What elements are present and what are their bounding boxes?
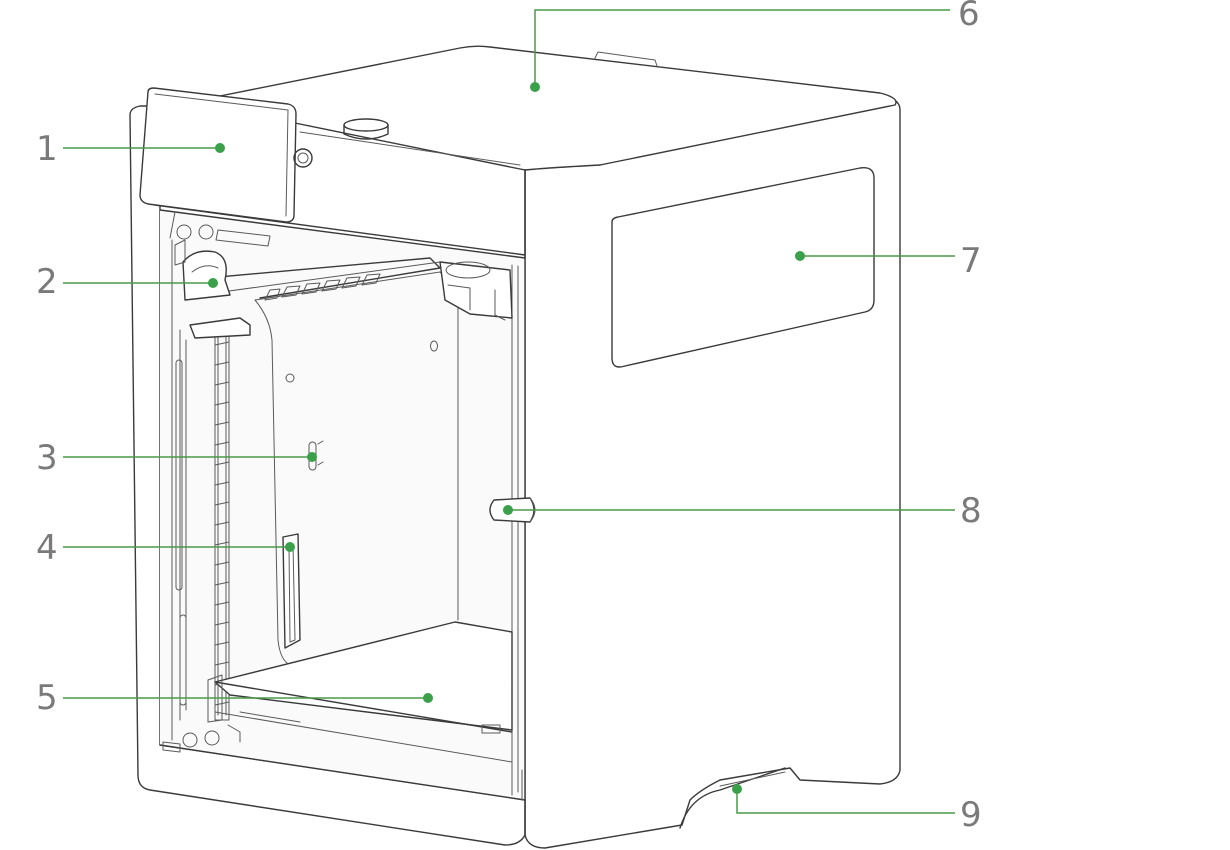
callout-number-2: 2 [36, 262, 58, 302]
callout-dot-7 [795, 251, 805, 261]
callout-number-6: 6 [958, 0, 980, 34]
callout-6: 6 [530, 0, 980, 92]
callout-dot-9 [732, 784, 742, 794]
callout-dot-1 [215, 143, 225, 153]
callout-dot-3 [307, 452, 317, 462]
leader-line-6 [534, 9, 950, 87]
callout-dot-6 [530, 82, 540, 92]
callout-number-7: 7 [960, 241, 982, 281]
callout-number-9: 9 [960, 795, 982, 835]
callout-8: 8 [503, 491, 982, 531]
callout-number-5: 5 [36, 678, 58, 718]
callouts: 1 2 3 4 5 6 [36, 0, 982, 835]
callout-number-8: 8 [960, 491, 982, 531]
callout-dot-8 [503, 505, 513, 515]
callout-4: 4 [36, 528, 295, 568]
front-frame [129, 105, 526, 846]
callout-5: 5 [36, 678, 433, 718]
printer-illustration [129, 45, 901, 849]
callout-2: 2 [36, 262, 218, 302]
callout-1: 1 [36, 129, 225, 169]
callout-number-4: 4 [36, 528, 58, 568]
callout-3: 3 [36, 438, 317, 478]
callout-7: 7 [795, 241, 982, 281]
callout-dot-5 [423, 693, 433, 703]
leader-line-9 [736, 789, 955, 814]
build-plate [214, 621, 513, 731]
callout-number-1: 1 [36, 129, 58, 169]
touch-screen [139, 87, 297, 223]
side-window [611, 167, 875, 368]
callout-number-3: 3 [36, 438, 58, 478]
callout-dot-4 [285, 542, 295, 552]
callout-9: 9 [732, 784, 982, 835]
callout-dot-2 [208, 278, 218, 288]
